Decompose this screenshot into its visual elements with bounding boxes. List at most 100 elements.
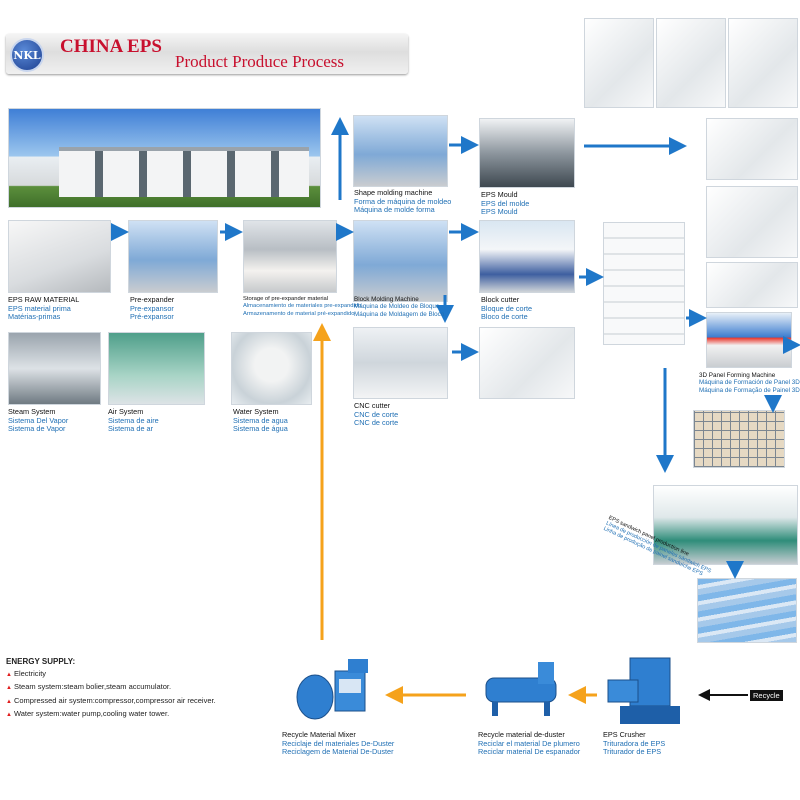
- label-en: Recycle Material Mixer: [282, 730, 356, 739]
- label-block-molding: Block Molding Machine Máquina de Moldeo …: [354, 296, 444, 318]
- page-subtitle: Product Produce Process: [175, 52, 345, 71]
- block-molding-photo: [353, 220, 448, 302]
- factory-photo: [8, 108, 321, 208]
- label-water-system: Water System Sistema de agua Sistema de …: [233, 407, 288, 434]
- label-en: EPS Mould: [481, 190, 518, 199]
- label-deduster: Recycle material de-duster Reciclar el m…: [478, 730, 581, 757]
- label-es: Reciclar el material De plumero: [478, 738, 580, 748]
- label-en: Storage of pre-expander material: [243, 296, 329, 302]
- label-pt: CNC de corte: [354, 418, 399, 428]
- bullet-triangle-icon: ▲: [6, 685, 12, 691]
- label-es: EPS material prima: [8, 303, 71, 313]
- label-crusher: EPS Crusher Trituradora de EPS Triturado…: [603, 730, 666, 757]
- mould-product-1-photo: [706, 118, 798, 180]
- sandwich-line-photo: [653, 485, 798, 565]
- 3d-panel-machine-photo: [706, 312, 792, 368]
- label-es: Trituradora de EPS: [603, 738, 666, 748]
- label-en: EPS Crusher: [603, 730, 646, 739]
- page-title: CHINA EPS: [60, 36, 162, 57]
- energy-item-text: Compressed air system:compressor,compres…: [13, 695, 216, 705]
- eps-crusher-drawing: [607, 657, 680, 724]
- energy-item: ▲Compressed air system:compressor,compre…: [6, 695, 216, 709]
- label-es: Forma de máquina de moldeo: [354, 196, 452, 206]
- storage-photo: [243, 220, 337, 293]
- shape-molding-photo: [353, 115, 448, 187]
- label-shape-molding: Shape molding machine Forma de máquina d…: [354, 188, 452, 215]
- deduster-drawing: [485, 662, 557, 716]
- label-es: Bloque de corte: [481, 303, 533, 313]
- label-pt: Sistema de Vapor: [8, 424, 66, 434]
- label-pt: Máquina de Moldagem de Bloco: [354, 310, 445, 318]
- 3d-panel-mesh-photo: [693, 410, 785, 468]
- energy-item-text: Electricity: [13, 668, 47, 678]
- air-system-photo: [108, 332, 205, 405]
- steam-system-photo: [8, 332, 101, 405]
- label-es: CNC de corte: [354, 409, 399, 419]
- label-es: Reciclaje del materiales De-Duster: [282, 738, 395, 748]
- energy-supply: ENERGY SUPPLY: ▲Electricity ▲Steam syste…: [6, 656, 216, 722]
- label-steam-system: Steam System Sistema Del Vapor Sistema d…: [8, 407, 69, 434]
- label-pt: Sistema de água: [233, 424, 288, 434]
- label-en: Steam System: [8, 407, 56, 416]
- label-en: Shape molding machine: [354, 188, 433, 197]
- label-3d-panel: 3D Panel Forming Machine Máquina de Form…: [699, 372, 800, 394]
- label-en: EPS RAW MATERIAL: [8, 295, 80, 304]
- label-pt: Triturador de EPS: [603, 747, 662, 757]
- logo-text: NKL: [13, 48, 41, 62]
- label-en: Pre-expander: [130, 295, 175, 304]
- label-air-system: Air System Sistema de aire Sistema de ar: [108, 407, 159, 434]
- recycle-tag: Recycle: [750, 690, 783, 701]
- header-banner: [6, 34, 408, 74]
- cnc-products-photo: [479, 327, 575, 399]
- block-cutter-photo: [479, 220, 575, 293]
- pre-expander-photo: [128, 220, 218, 293]
- label-en: Block cutter: [481, 295, 520, 304]
- label-pt: EPS Mould: [481, 207, 518, 217]
- label-storage: Storage of pre-expander material Almacen…: [243, 296, 361, 318]
- label-es: Sistema de agua: [233, 415, 288, 425]
- label-mixer: Recycle Material Mixer Reciclaje del mat…: [282, 730, 395, 757]
- mixer-drawing: [296, 659, 368, 720]
- label-en: Air System: [108, 407, 144, 416]
- water-system-photo: [231, 332, 312, 405]
- mould-product-3-photo: [706, 262, 798, 308]
- label-es: Sistema Del Vapor: [8, 415, 69, 425]
- label-pt: Reciclagem de Material De-Duster: [282, 747, 394, 757]
- shape-product-1-photo: [584, 18, 654, 108]
- label-pt: Reciclar material De espanador: [478, 747, 581, 757]
- label-pt: Máquina de molde forma: [354, 205, 435, 215]
- label-es: Almacenamiento de materiales pre-expandi…: [243, 303, 362, 310]
- label-pt: Sistema de ar: [108, 424, 154, 434]
- label-es: Máquina de Formación de Panel 3D: [699, 379, 800, 387]
- label-es: EPS del molde: [481, 198, 530, 208]
- energy-item: ▲Electricity: [6, 668, 216, 682]
- label-eps-mould: EPS Mould EPS del molde EPS Mould: [481, 190, 530, 217]
- label-es: Pre-expansor: [130, 303, 174, 313]
- label-en: 3D Panel Forming Machine: [699, 372, 776, 379]
- label-en: Water System: [233, 407, 279, 416]
- energy-heading: ENERGY SUPPLY:: [6, 657, 76, 666]
- label-es: Máquina de Moldeo de Bloque: [354, 303, 440, 311]
- label-pt: Máquina de Formação de Painel 3D: [699, 386, 800, 394]
- bullet-triangle-icon: ▲: [6, 698, 12, 705]
- label-pt: Bloco de corte: [481, 312, 528, 322]
- mould-product-2-photo: [706, 186, 798, 258]
- raw-material-photo: [8, 220, 111, 293]
- label-es: Sistema de aire: [108, 415, 159, 425]
- label-pt: Armazenamento de material pré-expandido: [243, 310, 355, 317]
- label-en: Block Molding Machine: [354, 296, 419, 303]
- cnc-cutter-photo: [353, 327, 448, 399]
- label-pre-expander: Pre-expander Pre-expansor Pré-expansor: [130, 295, 175, 322]
- shape-product-2-photo: [656, 18, 726, 108]
- energy-item-text: Water system:water pump,cooling water to…: [13, 709, 170, 718]
- label-cnc-cutter: CNC cutter CNC de corte CNC de corte: [354, 401, 399, 428]
- energy-item: ▲Water system:water pump,cooling water t…: [6, 708, 216, 722]
- energy-item-text: Steam system:steam bolier,steam accumula…: [13, 682, 172, 691]
- shape-product-3-photo: [728, 18, 798, 108]
- label-en: CNC cutter: [354, 401, 391, 410]
- eps-mould-photo: [479, 118, 575, 188]
- label-en: Recycle material de-duster: [478, 730, 565, 739]
- sandwich-panels-photo: [697, 578, 797, 643]
- label-pt: Matérias-primas: [8, 312, 61, 322]
